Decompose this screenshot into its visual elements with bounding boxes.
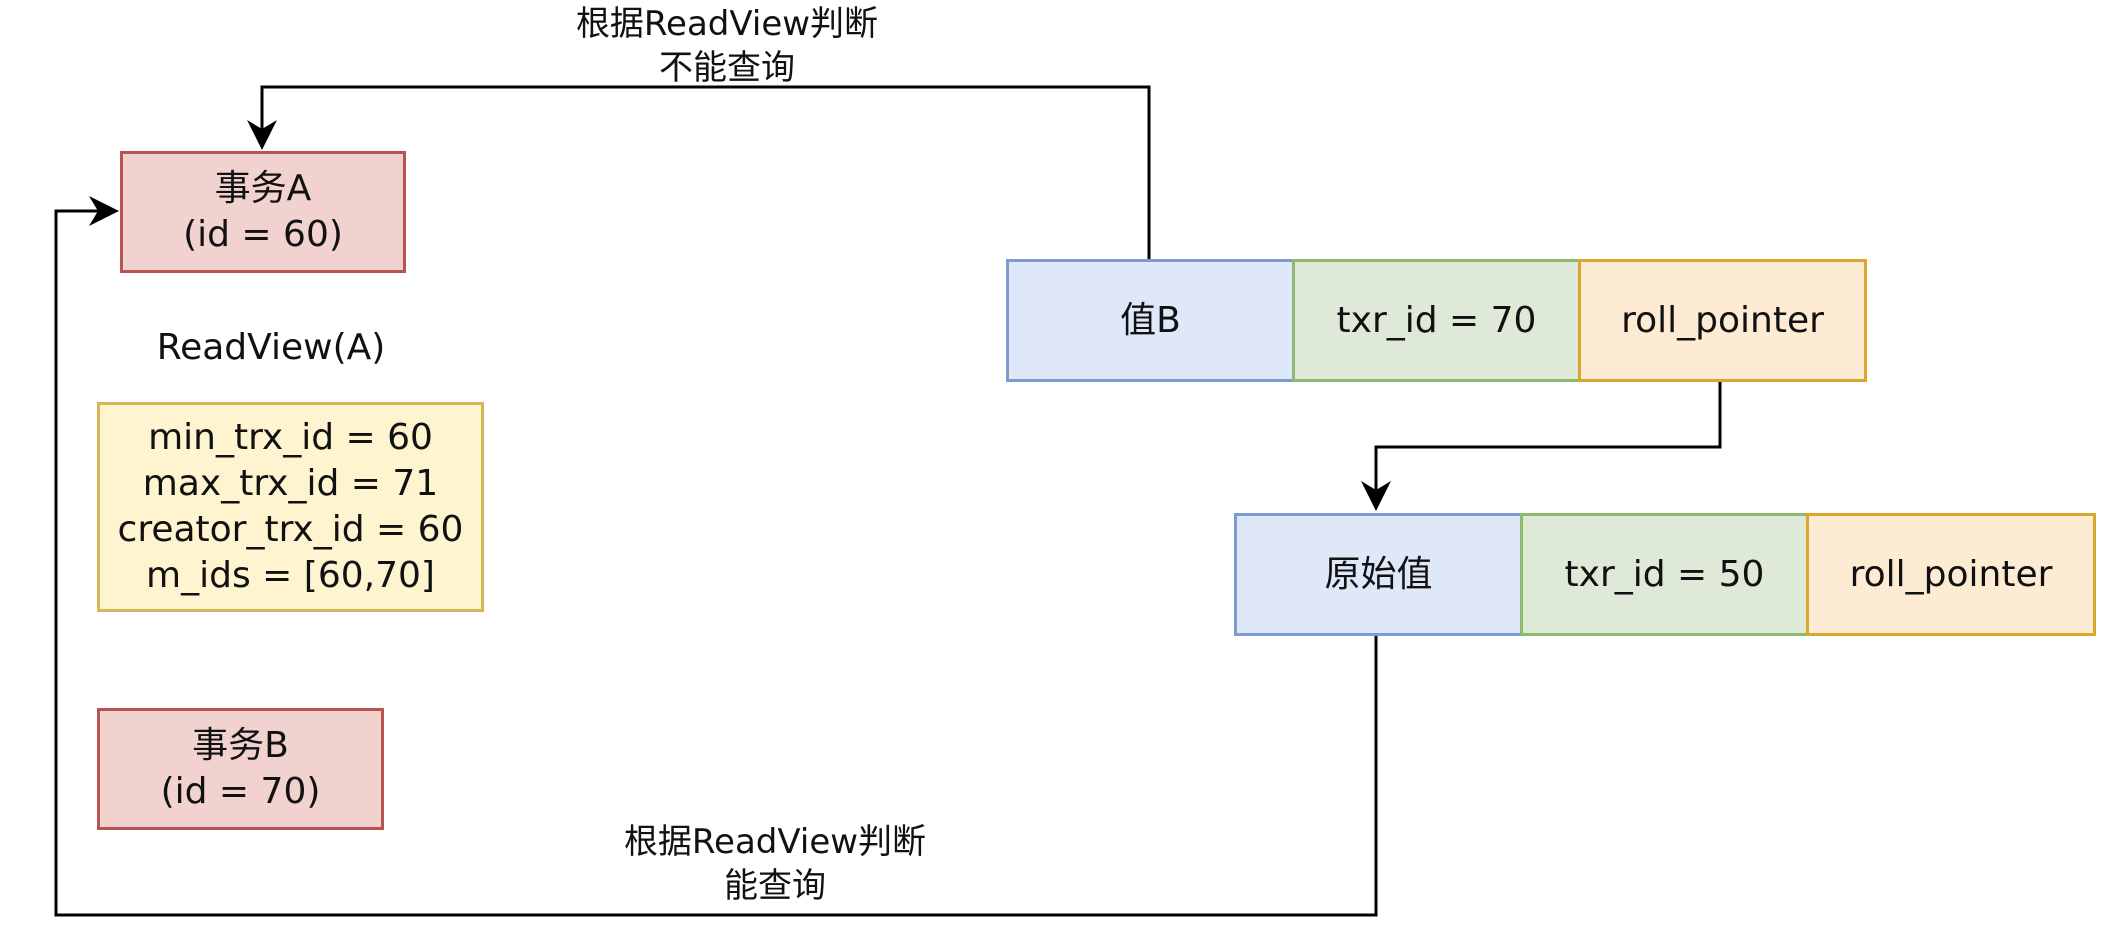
transaction-b-id: (id = 70) <box>160 771 321 812</box>
edge-label-can-query-line2: 能查询 <box>724 866 826 906</box>
read-view-field: m_ids = [60,70] <box>146 555 435 596</box>
record-b-roll-pointer: roll_pointer <box>1621 299 1824 341</box>
record-original-value-cell: 原始值 <box>1234 513 1523 636</box>
edge-label-cannot-query-line2: 不能查询 <box>659 48 795 88</box>
edge-label-cannot-query: 根据ReadView判断 不能查询 <box>527 2 927 90</box>
read-view-field: min_trx_id = 60 <box>148 417 433 458</box>
record-original-roll-pointer-cell: roll_pointer <box>1806 513 2096 636</box>
read-view-field: max_trx_id = 71 <box>142 463 439 504</box>
edge-label-cannot-query-line1: 根据ReadView判断 <box>575 4 879 44</box>
record-b-roll-pointer-cell: roll_pointer <box>1578 259 1867 382</box>
transaction-a-id: (id = 60) <box>183 214 343 255</box>
read-view-box: min_trx_id = 60 max_trx_id = 71 creator_… <box>97 402 484 612</box>
record-b-txr-id: txr_id = 70 <box>1336 299 1537 341</box>
record-original-value: 原始值 <box>1324 553 1433 595</box>
record-original-txr-id: txr_id = 50 <box>1564 553 1765 595</box>
transaction-b-title: 事务B <box>192 725 289 766</box>
read-view-title: ReadView(A) <box>96 326 446 370</box>
edge-can-query <box>54 196 1378 917</box>
record-b-value-cell: 值B <box>1006 259 1295 382</box>
edge-cannot-query <box>247 85 1151 259</box>
record-original-txr-cell: txr_id = 50 <box>1520 513 1809 636</box>
edge-label-can-query: 根据ReadView判断 能查询 <box>575 820 975 908</box>
record-b-txr-cell: txr_id = 70 <box>1292 259 1581 382</box>
record-b-value: 值B <box>1120 299 1181 341</box>
transaction-a-title: 事务A <box>214 168 312 209</box>
edge-label-can-query-line1: 根据ReadView判断 <box>623 822 927 862</box>
record-original-roll-pointer: roll_pointer <box>1849 553 2053 595</box>
read-view-field: creator_trx_id = 60 <box>117 509 464 550</box>
edge-roll-pointer <box>1361 382 1722 511</box>
transaction-b-box: 事务B (id = 70) <box>97 708 384 830</box>
transaction-a-box: 事务A (id = 60) <box>120 151 406 273</box>
read-view-title-text: ReadView(A) <box>156 327 386 368</box>
